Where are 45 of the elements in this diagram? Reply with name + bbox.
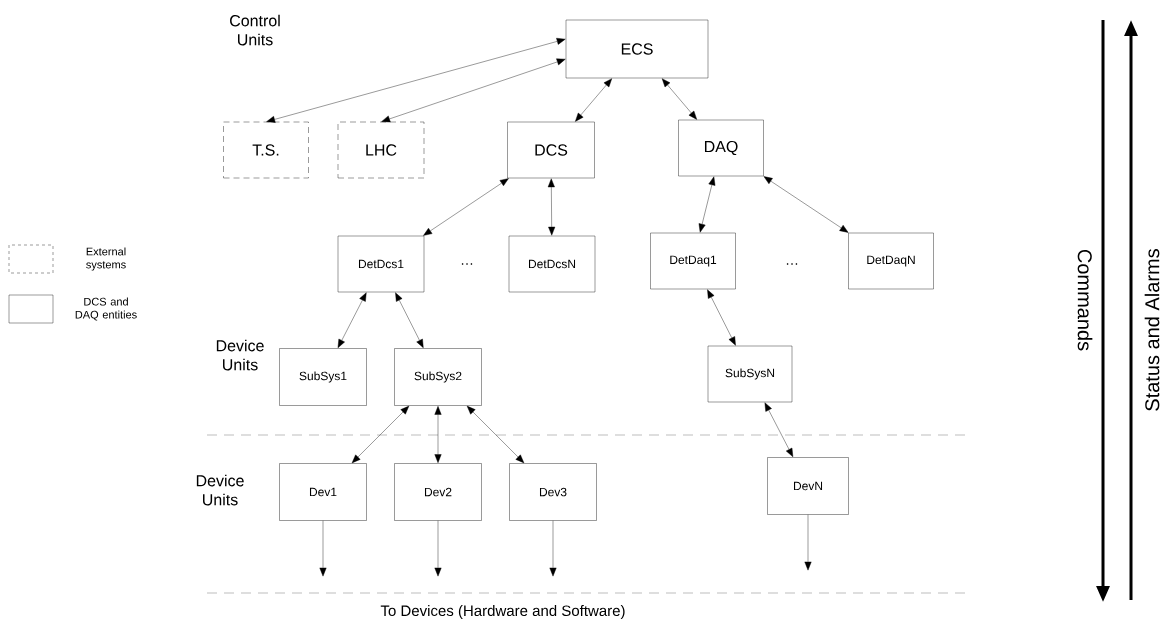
arrow — [319, 520, 327, 577]
entity-box: DetDcsN — [508, 235, 596, 293]
external-system-box: LHC — [337, 121, 425, 179]
arrow — [763, 176, 849, 233]
arrow — [434, 406, 442, 463]
ellipsis: … — [461, 263, 473, 265]
external-system-box: T.S. — [223, 121, 309, 179]
arrow — [423, 178, 509, 236]
entity-box: Dev1 — [279, 463, 367, 521]
arrow — [804, 514, 812, 571]
arrow — [698, 176, 716, 233]
arrow — [395, 292, 424, 348]
arrow — [434, 520, 442, 577]
entity-box: ECS — [565, 19, 709, 79]
entity-box: SubSys2 — [394, 348, 482, 406]
arrow — [381, 58, 566, 123]
arrow — [266, 38, 566, 123]
arrow — [661, 78, 697, 120]
ellipsis: … — [786, 263, 798, 265]
entity-box: Dev2 — [394, 463, 482, 521]
legend-text: DCS and DAQ entities — [75, 297, 137, 321]
entity-box: DevN — [767, 457, 849, 515]
arrow — [547, 178, 556, 236]
entity-box: SubSys1 — [279, 348, 367, 406]
entity-box: DetDcs1 — [337, 235, 425, 293]
flow-label: Status and Alarms — [1144, 249, 1160, 411]
entity-box: DetDaq1 — [650, 232, 736, 290]
arrow — [707, 289, 736, 346]
arrow — [337, 292, 367, 348]
entity-box: DetDaqN — [848, 232, 934, 290]
legend-text: External systems — [86, 247, 126, 271]
caption-text: To Devices (Hardware and Software) — [380, 605, 625, 619]
arrow — [351, 405, 410, 464]
section-label: Device Units — [196, 474, 244, 506]
arrow — [764, 402, 794, 457]
entity-box: DCS — [507, 121, 595, 179]
section-label: Control Units — [230, 14, 280, 46]
entity-box: DAQ — [678, 119, 764, 177]
arrow — [575, 78, 612, 122]
flow-label: Commands — [1077, 249, 1093, 351]
section-label: Device Units — [216, 339, 264, 371]
arrow — [549, 520, 557, 577]
entity-box: SubSysN — [707, 345, 793, 403]
entity-box: Dev3 — [509, 463, 597, 521]
arrow — [466, 405, 525, 464]
